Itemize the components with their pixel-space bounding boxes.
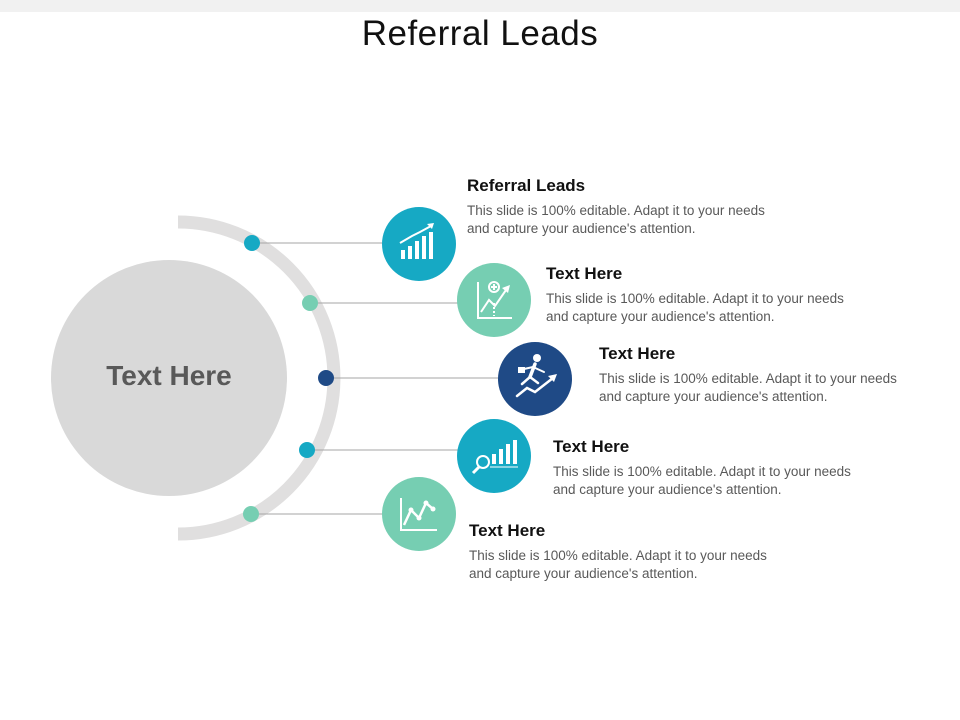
item-description: This slide is 100% editable. Adapt it to…	[469, 548, 767, 581]
connector-dot	[243, 506, 259, 522]
connector-dot	[244, 235, 260, 251]
item-2-icon-circle	[457, 263, 531, 337]
line-chart-plus-icon	[477, 281, 512, 319]
item-4-icon-circle	[457, 419, 531, 493]
item-description: This slide is 100% editable. Adapt it to…	[553, 464, 851, 497]
item-description: This slide is 100% editable. Adapt it to…	[467, 203, 765, 236]
item-5: Text Here This slide is 100% editable. A…	[469, 521, 769, 583]
item-5-icon-circle	[382, 477, 456, 551]
item-heading: Text Here	[599, 344, 676, 363]
bar-chart-growth-icon	[399, 223, 434, 259]
top-strip	[0, 0, 960, 12]
item-2: Text Here This slide is 100% editable. A…	[546, 264, 846, 326]
item-1: Referral Leads This slide is 100% editab…	[467, 176, 767, 238]
item-heading: Text Here	[469, 521, 546, 540]
item-1-icon-circle	[382, 207, 456, 281]
item-3: Text Here This slide is 100% editable. A…	[599, 344, 899, 406]
connector-dot	[318, 370, 334, 386]
slide-title: Referral Leads	[361, 14, 599, 53]
item-heading: Text Here	[553, 437, 630, 456]
item-heading: Text Here	[546, 264, 623, 283]
line-chart-icon	[400, 498, 437, 531]
connector-dot	[299, 442, 315, 458]
item-description: This slide is 100% editable. Adapt it to…	[599, 371, 897, 404]
item-heading: Referral Leads	[467, 176, 586, 195]
running-businessman-icon	[515, 354, 557, 398]
item-3-icon-circle	[498, 342, 572, 416]
item-description: This slide is 100% editable. Adapt it to…	[546, 291, 844, 324]
connector-dot	[302, 295, 318, 311]
center-circle	[51, 260, 287, 496]
center-label: Text Here	[106, 360, 232, 391]
item-4: Text Here This slide is 100% editable. A…	[553, 437, 853, 499]
magnifier-bar-chart-icon	[471, 440, 518, 475]
